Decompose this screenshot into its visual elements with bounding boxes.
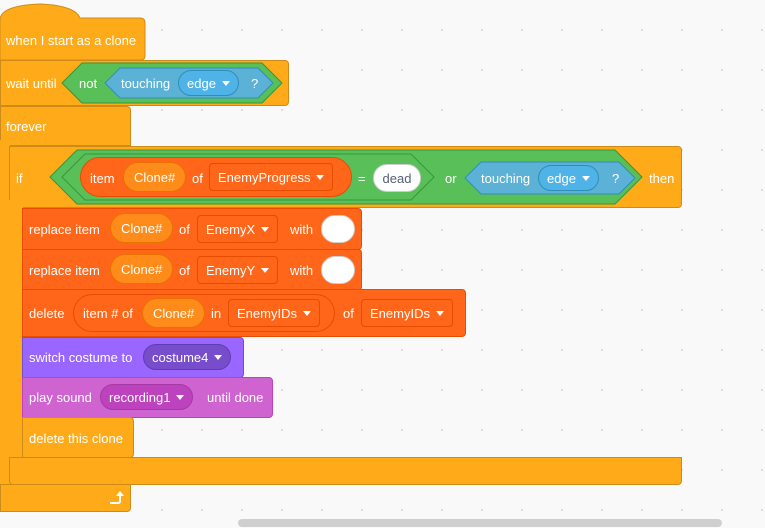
replace-item-block-1[interactable]	[22, 208, 362, 250]
clone-number-variable[interactable]: Clone#	[123, 162, 187, 192]
clone-number-label-3: Clone#	[121, 261, 163, 277]
loop-arrow-icon	[110, 491, 124, 504]
caret-down-icon	[261, 226, 270, 232]
delete-clone-label: delete this clone	[29, 431, 123, 446]
caret-down-icon	[316, 174, 325, 180]
clone-number-variable-3[interactable]: Clone#	[110, 254, 174, 284]
delete-label: delete	[29, 306, 65, 321]
touching-target-dropdown[interactable]: edge	[178, 70, 239, 96]
play-sound-label: play sound	[29, 390, 92, 405]
equals-sign: =	[358, 171, 366, 186]
wait-until-row: wait until	[0, 60, 57, 106]
if-arm	[9, 200, 23, 464]
forever-row: forever	[0, 106, 46, 146]
costume-dropdown[interactable]: costume4	[143, 344, 232, 370]
when-start-as-clone-block[interactable]: when I start as a clone	[0, 22, 136, 58]
not-label: not	[79, 76, 98, 91]
forever-arm	[0, 140, 10, 490]
touching-target-value: edge	[187, 75, 216, 91]
forever-label: forever	[6, 118, 47, 134]
clone-number-label: Clone#	[134, 169, 176, 185]
replace-value-input-1[interactable]	[321, 215, 355, 243]
list-dropdown-enemyids-inner[interactable]: EnemyIDs	[228, 299, 320, 327]
sound-value: recording1	[109, 389, 171, 405]
touching-label: touching	[121, 76, 171, 91]
or-label: or	[445, 171, 457, 186]
list-name-3: EnemyY	[206, 262, 256, 278]
replace-item-label-1: replace item	[29, 222, 100, 237]
delete-this-clone-block[interactable]	[22, 417, 134, 458]
with-label-2: with	[290, 263, 314, 278]
caret-down-icon	[261, 267, 270, 273]
replace-item-label-2: replace item	[29, 263, 100, 278]
of-label-4: of	[343, 306, 354, 321]
list-dropdown-enemyx[interactable]: EnemyX	[197, 215, 279, 243]
clone-number-variable-2[interactable]: Clone#	[110, 213, 174, 243]
replace-item-block-2[interactable]	[22, 249, 362, 291]
touching-target-value-2: edge	[547, 170, 576, 186]
compare-value: dead	[382, 170, 412, 186]
touching-target-dropdown-2[interactable]: edge	[538, 165, 599, 191]
with-label-1: with	[290, 222, 314, 237]
clone-number-label-2: Clone#	[121, 220, 163, 236]
caret-down-icon	[302, 310, 311, 316]
caret-down-icon	[581, 175, 590, 181]
forever-block[interactable]	[0, 106, 131, 146]
question-mark: ?	[251, 76, 259, 91]
list-dropdown-enemyy[interactable]: EnemyY	[197, 256, 279, 284]
list-name-5: EnemyIDs	[370, 305, 430, 321]
until-done-label: until done	[207, 390, 264, 405]
caret-down-icon	[176, 394, 185, 400]
list-name: EnemyProgress	[218, 169, 311, 185]
compare-value-input[interactable]: dead	[373, 164, 421, 192]
item-number-of-label: item # of	[83, 306, 133, 321]
replace-value-input-2[interactable]	[321, 256, 355, 284]
wait-until-label: wait until	[6, 75, 57, 91]
if-label: if	[16, 171, 23, 186]
of-label: of	[192, 171, 203, 186]
of-label-3: of	[179, 263, 190, 278]
item-label: item	[90, 171, 115, 186]
list-name-2: EnemyX	[206, 221, 256, 237]
clone-number-label-4: Clone#	[153, 305, 195, 321]
clone-number-variable-4[interactable]: Clone#	[142, 298, 206, 328]
switch-costume-label: switch costume to	[29, 350, 133, 365]
list-dropdown-enemyprogress[interactable]: EnemyProgress	[209, 163, 334, 191]
hat-block-shape	[0, 3, 146, 61]
if-bottom	[9, 457, 682, 485]
costume-value: costume4	[152, 349, 209, 365]
caret-down-icon	[214, 354, 223, 360]
of-label-2: of	[179, 222, 190, 237]
touching-label-2: touching	[481, 171, 531, 186]
list-dropdown-enemyids[interactable]: EnemyIDs	[361, 299, 453, 327]
hat-label: when I start as a clone	[6, 32, 137, 48]
question-mark-2: ?	[612, 171, 620, 186]
sound-dropdown[interactable]: recording1	[100, 384, 194, 410]
horizontal-scrollbar[interactable]	[238, 519, 722, 527]
caret-down-icon	[435, 310, 444, 316]
then-label: then	[649, 171, 675, 186]
in-label: in	[211, 306, 222, 321]
list-name-4: EnemyIDs	[237, 305, 297, 321]
caret-down-icon	[221, 80, 230, 86]
